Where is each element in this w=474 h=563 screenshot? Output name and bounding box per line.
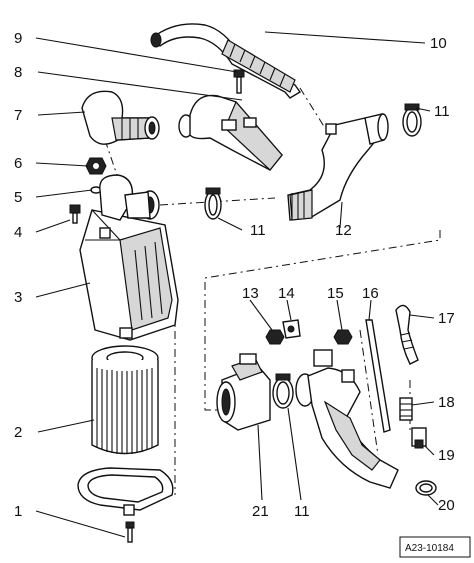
callout-18: 18 (438, 394, 455, 411)
callout-21: 21 (252, 503, 269, 520)
intake-pipe-part-12 (287, 113, 389, 221)
callout-6: 6 (14, 155, 22, 172)
intake-hose-lower (295, 349, 399, 489)
breather-hose-part-17 (395, 304, 419, 365)
air-guide-part-8 (178, 94, 283, 171)
nut-part-6 (85, 157, 107, 175)
callout-labels: 1 2 3 4 5 6 7 8 9 10 11 11 11 12 13 14 1… (14, 30, 455, 520)
callout-13: 13 (242, 285, 259, 302)
callout-16: 16 (362, 285, 379, 302)
hose-clamp-part-11-middle (204, 187, 222, 220)
nut-part-15 (333, 329, 353, 345)
callout-15: 15 (327, 285, 344, 302)
hose-part-16 (365, 319, 391, 433)
callout-5: 5 (14, 189, 22, 206)
reference-code: A23-10184 (405, 543, 454, 554)
callout-3: 3 (14, 289, 22, 306)
breather-hose-part-10 (150, 23, 302, 99)
filter-housing-part-3 (79, 174, 179, 341)
callout-12: 12 (335, 222, 352, 239)
callout-17: 17 (438, 310, 455, 327)
air-mass-meter-part-21 (216, 353, 271, 431)
hose-clamp-part-11-upper (402, 103, 422, 137)
leader-lines (35, 31, 439, 538)
nut-part-13 (265, 329, 285, 345)
callout-11-upper: 11 (434, 103, 450, 120)
reference-code-box: A23-10184 (399, 536, 471, 558)
o-ring-part-20 (415, 480, 437, 496)
callout-14: 14 (278, 285, 295, 302)
callout-19: 19 (438, 447, 455, 464)
connector-part-18 (399, 397, 413, 421)
lower-seal-part-1 (77, 467, 174, 543)
callout-9: 9 (14, 30, 22, 47)
filter-element-part-2 (91, 345, 159, 455)
callout-11-lower: 11 (294, 503, 310, 520)
callout-10: 10 (430, 35, 447, 52)
valve-part-19 (411, 427, 427, 449)
hose-clamp-part-11-lower (272, 373, 294, 409)
callout-7: 7 (14, 107, 22, 124)
bracket-part-14 (282, 319, 301, 339)
intake-duct-part-7 (81, 90, 160, 145)
bolt-part-9 (233, 69, 245, 94)
callout-2: 2 (14, 424, 22, 441)
callout-1: 1 (14, 503, 22, 520)
stud-part-4 (69, 204, 81, 224)
callout-20: 20 (438, 497, 455, 514)
callout-11-middle: 11 (250, 222, 266, 239)
callout-4: 4 (14, 224, 22, 241)
callout-8: 8 (14, 64, 22, 81)
